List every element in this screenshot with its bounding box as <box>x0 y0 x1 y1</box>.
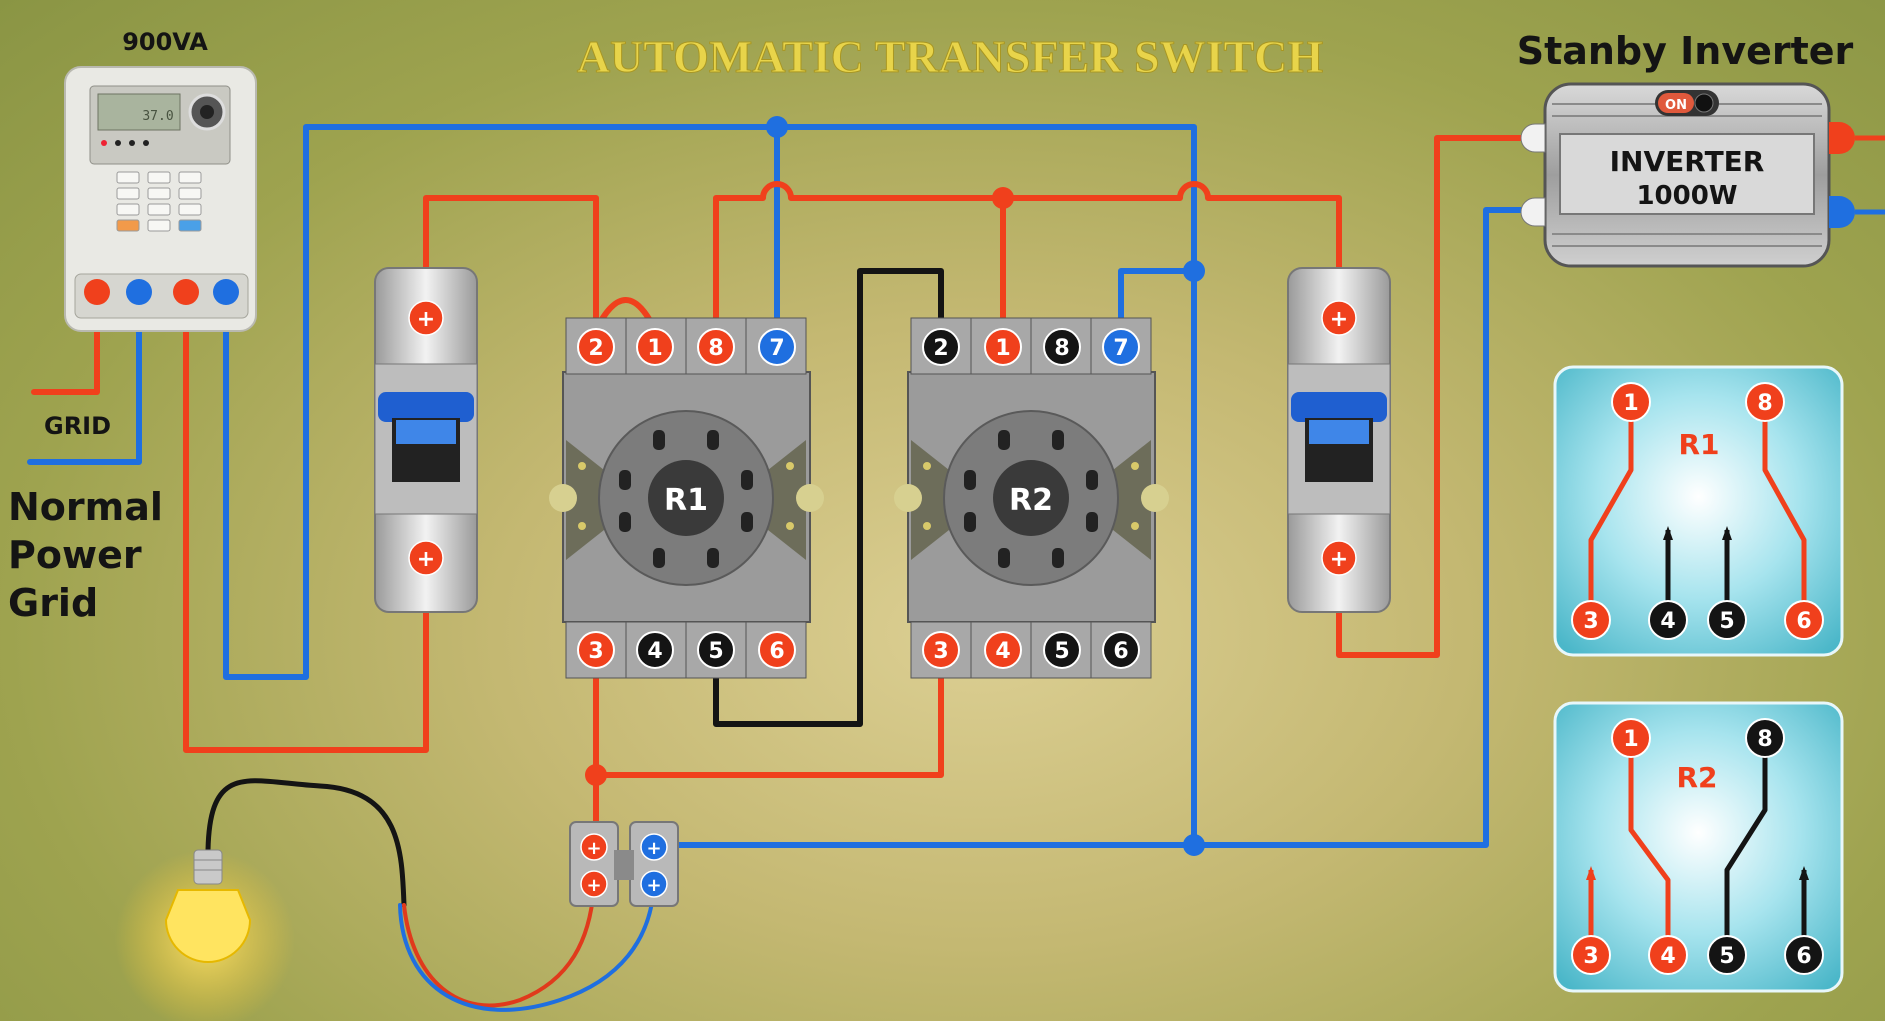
legend-r2-pin-3: 3 <box>1583 944 1598 969</box>
meter-terminal-live-out <box>173 279 199 305</box>
wires <box>27 124 1548 1012</box>
meter-terminal-neutral-out <box>213 279 239 305</box>
wire-live-bus <box>713 181 1342 350</box>
grid-caption-line3: Grid <box>8 581 98 625</box>
breaker-lever[interactable] <box>1291 392 1387 422</box>
circuit-breaker-grid: + + <box>374 267 478 613</box>
meter-rating: 900VA <box>122 28 208 56</box>
r2-pin-5: 5 <box>1054 639 1069 664</box>
relay-pins: 2 1 8 7 3 4 5 6 2 1 8 7 3 4 5 6 <box>577 328 1140 669</box>
r2-pin-4: 4 <box>995 639 1010 664</box>
circuit-breaker-inverter: + + <box>1287 267 1391 613</box>
legend-r2-pin-1: 1 <box>1623 727 1638 752</box>
grid-caption-line2: Power <box>8 533 142 577</box>
inverter-power: 1000W <box>1636 181 1737 211</box>
legend-r2-label: R2 <box>1676 761 1717 794</box>
inverter-unit: ON INVERTER 1000W <box>1520 82 1885 268</box>
r1-pin-2: 2 <box>588 336 603 361</box>
grid-caption-line1: Normal <box>8 485 163 529</box>
legend-r1-pin-1: 1 <box>1623 391 1638 416</box>
terminal-neutral-top: + <box>646 838 661 859</box>
lamp-cable-black <box>205 778 407 908</box>
legend-r1-label: R1 <box>1678 428 1719 461</box>
legend-r2-pin-5: 5 <box>1719 944 1734 969</box>
r2-pin-1: 1 <box>995 336 1010 361</box>
wire-live-breaker-r1 <box>423 195 599 350</box>
relay-r2-label: R2 <box>1009 483 1053 518</box>
inverter-switch-label: ON <box>1665 98 1687 113</box>
r1-pin-8: 8 <box>708 336 723 361</box>
r2-pin-6: 6 <box>1113 639 1128 664</box>
legend-r1: R1 1 8 3 4 5 6 <box>1553 365 1844 657</box>
r2-pin-2: 2 <box>933 336 948 361</box>
wire-live-inverter <box>1336 135 1548 658</box>
lamp-cable-red <box>402 885 596 1008</box>
wire-neutral-grid <box>223 124 1197 848</box>
terminal-block: + + + + <box>569 821 679 907</box>
breaker-top-terminal: + <box>417 307 435 332</box>
breaker-bottom-terminal: + <box>1330 547 1348 572</box>
wire-neutral-inverter <box>653 207 1548 848</box>
diagram-title: AUTOMATIC TRANSFER SWITCH <box>577 31 1324 82</box>
r1-pin-1: 1 <box>647 336 662 361</box>
r2-pin-7: 7 <box>1113 336 1128 361</box>
r1-pin-6: 6 <box>769 639 784 664</box>
light-bulb <box>115 849 295 1021</box>
breaker-top-terminal: + <box>1330 307 1348 332</box>
r1-pin-5: 5 <box>708 639 723 664</box>
relay-r1: R1 <box>549 317 824 679</box>
r2-pin-3: 3 <box>933 639 948 664</box>
r1-pin-4: 4 <box>647 639 662 664</box>
relay-r1-label: R1 <box>664 483 708 518</box>
inverter-name: INVERTER <box>1610 145 1765 178</box>
terminal-live-top: + <box>586 838 601 859</box>
wire-control <box>713 268 944 727</box>
terminal-live-bottom: + <box>586 875 601 896</box>
legend-r1-pin-5: 5 <box>1719 609 1734 634</box>
terminal-neutral-bottom: + <box>646 875 661 896</box>
breaker-bottom-terminal: + <box>417 547 435 572</box>
wire-live-r2-3 <box>593 647 944 778</box>
legend-r1-pin-8: 8 <box>1757 391 1772 416</box>
breaker-lever[interactable] <box>378 392 474 422</box>
meter-terminal-neutral-in <box>126 279 152 305</box>
r1-pin-3: 3 <box>588 639 603 664</box>
meter-display: 37.0 <box>142 109 173 124</box>
r2-pin-8: 8 <box>1054 336 1069 361</box>
legend-r2-pin-6: 6 <box>1796 944 1811 969</box>
legend-r2: R2 1 8 3 4 5 6 <box>1553 701 1844 993</box>
inverter-output-live <box>1829 122 1855 154</box>
wire-live-meter-breaker <box>183 289 429 753</box>
inverter-header: Stanby Inverter <box>1517 29 1854 73</box>
legend-r1-pin-6: 6 <box>1796 609 1811 634</box>
legend-r2-pin-4: 4 <box>1660 944 1675 969</box>
inverter-output-neutral <box>1829 196 1855 228</box>
lamp-cable-blue <box>398 885 656 1012</box>
energy-meter: 37.0 <box>64 66 257 332</box>
meter-keypad <box>116 171 202 232</box>
grid-label: GRID <box>44 412 111 440</box>
wire-neutral-grid-in <box>27 289 142 465</box>
relay-r2: R2 <box>894 317 1169 679</box>
r1-pin-7: 7 <box>769 336 784 361</box>
legend-r1-pin-4: 4 <box>1660 609 1675 634</box>
legend-r1-pin-3: 3 <box>1583 609 1598 634</box>
meter-terminal-live-in <box>84 279 110 305</box>
legend-r2-pin-8: 8 <box>1757 727 1772 752</box>
wire-junctions <box>585 116 1205 856</box>
